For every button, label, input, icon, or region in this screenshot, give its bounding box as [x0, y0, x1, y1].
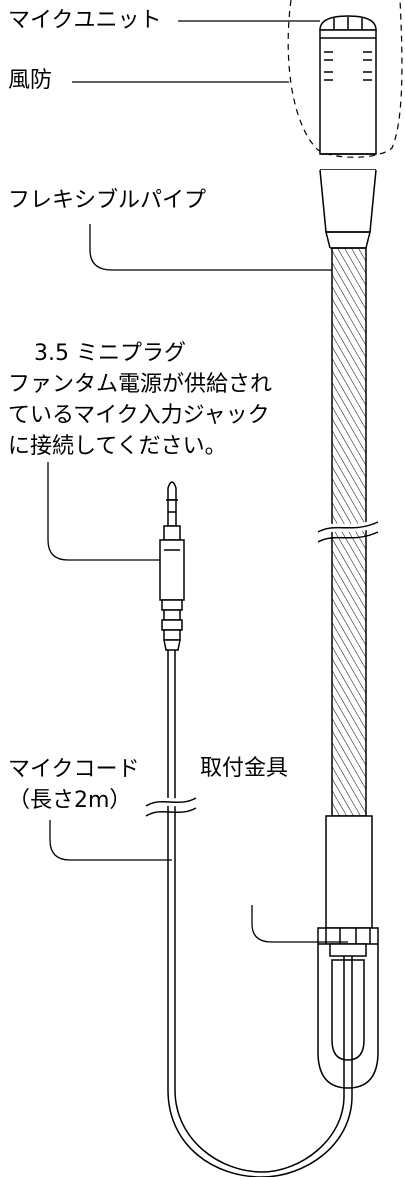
mic-unit	[319, 15, 377, 171]
mic-cord-label: マイクコード （長さ2m）	[8, 754, 140, 816]
label-windscreen: 風防	[8, 68, 53, 93]
plug-note-line4: に接続してください。	[8, 434, 227, 459]
leader-bracket	[251, 905, 348, 943]
mic-cord-line1: マイクコード	[8, 757, 140, 782]
cable-from-bracket	[174, 956, 345, 1173]
flexible-pipe	[331, 247, 367, 817]
plug-note-line2: ファンタム電源が供給され	[8, 372, 273, 397]
label-mic-unit: マイクユニット	[8, 8, 162, 33]
leader-flexible-pipe	[89, 224, 332, 271]
leader-mic-cord	[49, 820, 172, 861]
mini-plug	[159, 481, 185, 651]
plug-note: 3.5 ミニプラグ ファンタム電源が供給され ているマイク入力ジャック に接続し…	[8, 338, 272, 462]
label-flexible-pipe: フレキシブルパイプ	[8, 188, 207, 213]
mic-cord-line2: （長さ2m）	[8, 788, 132, 813]
label-mounting-bracket: 取付金具	[200, 756, 289, 781]
leader-plug	[47, 462, 160, 561]
mic-neck	[319, 169, 377, 233]
mounting-bracket	[317, 944, 379, 1089]
windscreen-outline	[287, 0, 403, 158]
plug-note-line1: 3.5 ミニプラグ	[34, 341, 186, 366]
pipe-collar	[325, 815, 373, 929]
bracket-nut	[317, 927, 379, 957]
plug-note-line3: ているマイク入力ジャック	[8, 403, 270, 428]
